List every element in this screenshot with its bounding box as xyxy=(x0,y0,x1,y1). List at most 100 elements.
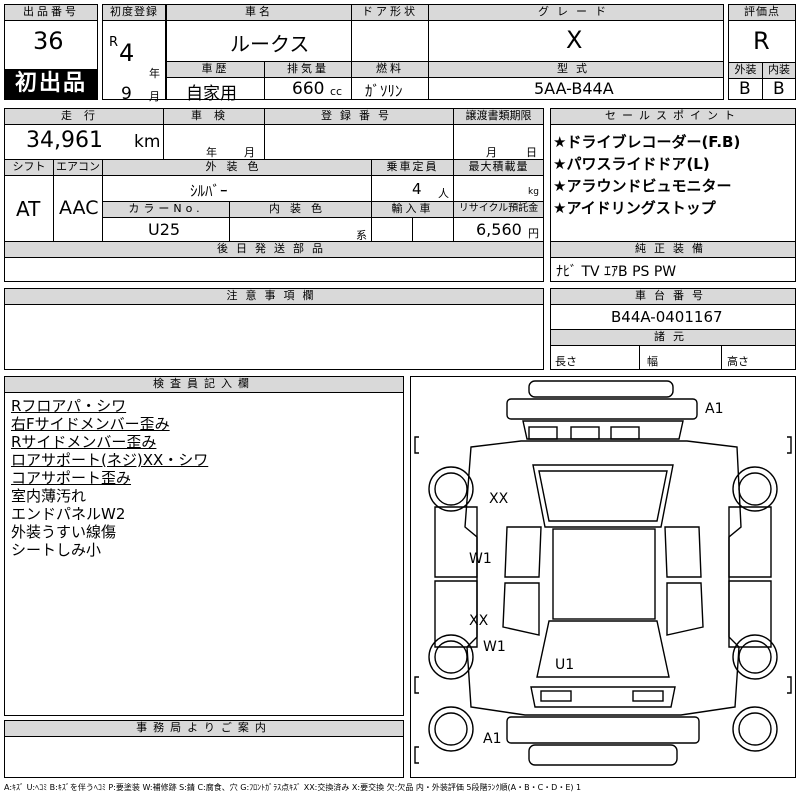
score-box: 評価点 R 外装 内装 B B xyxy=(728,4,796,100)
lot-number-box: 出品番号 36 初出品 xyxy=(4,4,98,100)
displacement-label: 排気量 xyxy=(264,61,352,78)
displacement-unit: cc xyxy=(330,85,343,98)
office-label: 事務局よりご案内 xyxy=(4,720,404,737)
history-value: 自家用 xyxy=(186,84,237,104)
mileage-unit: km xyxy=(134,132,161,152)
mileage-value: 34,961 xyxy=(26,128,103,153)
damage-mark-xx-lower: XX xyxy=(469,613,489,629)
equipment-cell xyxy=(550,257,796,282)
capacity-label: 乗車定員 xyxy=(371,159,454,176)
model-cell xyxy=(428,77,724,100)
door-type-label: ドア形状 xyxy=(351,4,429,21)
damage-mark-w1-upper: W1 xyxy=(469,551,492,567)
ac-value: AAC xyxy=(59,197,99,219)
registration-year: 4 xyxy=(119,39,135,67)
equipment-value: ﾅﾋﾞ TV ｴｱB PS PW xyxy=(556,264,677,280)
first-registration-box: 初度登録 R 4 年 9 月 xyxy=(102,4,166,104)
damage-mark-rear-a1: A1 xyxy=(483,731,502,747)
mileage-label: 走行 xyxy=(4,108,164,125)
fuel-value: ｶﾞｿﾘﾝ xyxy=(365,82,403,100)
inspector-line: エンドパネルW2 xyxy=(11,505,126,523)
sales-point-item: ★パワスライドドア(L) xyxy=(553,155,710,173)
transfer-day-unit: 日 xyxy=(526,146,537,159)
score-label: 評価点 xyxy=(728,4,796,21)
max-load-cell xyxy=(453,175,544,202)
recycle-fee-label: リサイクル預託金 xyxy=(453,201,544,218)
fuel-label: 燃料 xyxy=(351,61,429,78)
legend-text: A:ｷｽﾞ U:ﾍｺﾐ B:ｷｽﾞを伴うﾍｺﾐ P:要塗装 W:補修跡 S:錆 … xyxy=(4,783,582,792)
inspector-line: Rフロアパ・シワ xyxy=(11,397,127,415)
interior-grade-value: B xyxy=(773,79,785,99)
exterior-grade-value: B xyxy=(739,79,751,99)
grade-label: グレード xyxy=(428,4,724,21)
registration-number-cell xyxy=(264,124,454,160)
door-type-cell xyxy=(351,20,429,62)
import-car-label: 輸入車 xyxy=(371,201,454,218)
ac-label: エアコン xyxy=(53,159,103,176)
interior-color-unit: 系 xyxy=(356,229,367,242)
car-name-label: 車名 xyxy=(166,4,352,21)
notes-box: 注意事項欄 xyxy=(4,288,544,370)
inspector-label: 検査員記入欄 xyxy=(4,376,404,393)
month-unit: 月 xyxy=(149,90,160,103)
notes-label: 注意事項欄 xyxy=(4,288,544,305)
sales-point-item: ★アラウンドビュモニター xyxy=(553,177,732,195)
damage-mark-front-a1: A1 xyxy=(705,401,724,417)
inspector-box: 検査員記入欄 Rフロアパ・シワ 右Fサイドメンバー歪み Rサイドメンバー歪み ロ… xyxy=(4,376,404,716)
interior-grade-label: 内装 xyxy=(762,62,796,79)
inspector-line: 室内薄汚れ xyxy=(11,487,87,505)
first-listing-badge: 初出品 xyxy=(5,69,97,99)
capacity-unit: 人 xyxy=(438,187,449,200)
car-name-cell xyxy=(166,20,352,62)
inspection-year-unit: 年 xyxy=(206,146,217,159)
damage-mark-xx-upper: XX xyxy=(489,491,509,507)
inspector-line: コアサポート歪み xyxy=(11,469,132,487)
inspector-line: 外装うすい線傷 xyxy=(11,523,117,541)
sales-point-item: ★ドライブレコーダー(F.B) xyxy=(553,133,741,151)
model-value: 5AA-B44A xyxy=(534,79,614,98)
max-load-unit: kg xyxy=(528,187,539,197)
lot-number-value: 36 xyxy=(33,27,64,55)
dimensions-label: 諸元 xyxy=(550,329,796,346)
length-label: 長さ xyxy=(555,355,577,368)
inspector-line: 右Fサイドメンバー歪み xyxy=(11,415,170,433)
width-label: 幅 xyxy=(647,355,658,368)
damage-mark-u1: U1 xyxy=(555,657,575,673)
recycle-fee-value: 6,560 xyxy=(476,220,522,239)
chassis-box: 車台番号 B44A-0401167 諸元 長さ 幅 高さ xyxy=(550,288,796,370)
first-registration-label: 初度登録 xyxy=(102,4,166,21)
capacity-value: 4 xyxy=(412,180,422,198)
max-load-label: 最大積載量 xyxy=(453,159,544,176)
car-name-value: ルークス xyxy=(230,32,310,56)
recycle-fee-unit: 円 xyxy=(528,227,539,240)
later-parts-cell xyxy=(4,257,544,282)
grade-value: X xyxy=(566,26,583,54)
height-cell xyxy=(721,345,796,370)
chassis-value: B44A-0401167 xyxy=(611,308,723,326)
width-cell xyxy=(639,345,722,370)
inspector-line: ロアサポート(ネジ)XX・シワ xyxy=(11,451,209,469)
sales-points-label: セールスポイント xyxy=(550,108,796,125)
color-number-cell xyxy=(102,217,230,242)
exterior-color-cell xyxy=(102,175,372,202)
capacity-cell xyxy=(371,175,454,202)
color-number-label: カラーNo. xyxy=(102,201,230,218)
lot-number-label: 出品番号 xyxy=(4,4,98,21)
damage-mark-w1-lower: W1 xyxy=(483,639,506,655)
registration-month: 9 xyxy=(121,84,132,104)
interior-color-label: 内装色 xyxy=(229,201,372,218)
exterior-grade-label: 外装 xyxy=(728,62,763,79)
import-car-cell-a xyxy=(371,217,413,242)
sales-points-box: セールスポイント ★ドライブレコーダー(F.B) ★パワスライドドア(L) ★ア… xyxy=(550,108,796,242)
transfer-month-unit: 月 xyxy=(486,146,497,159)
shift-value: AT xyxy=(16,197,41,221)
color-number-value: U25 xyxy=(148,220,181,239)
inspector-line: Rサイドメンバー歪み xyxy=(11,433,157,451)
office-box: 事務局よりご案内 xyxy=(4,720,404,778)
inspector-line: シートしみ小 xyxy=(11,541,102,559)
model-label: 型式 xyxy=(428,61,724,78)
history-label: 車歴 xyxy=(166,61,265,78)
car-outline-diagram xyxy=(414,380,792,766)
era-code: R xyxy=(109,35,119,50)
sales-point-item: ★アイドリングストップ xyxy=(553,199,716,217)
